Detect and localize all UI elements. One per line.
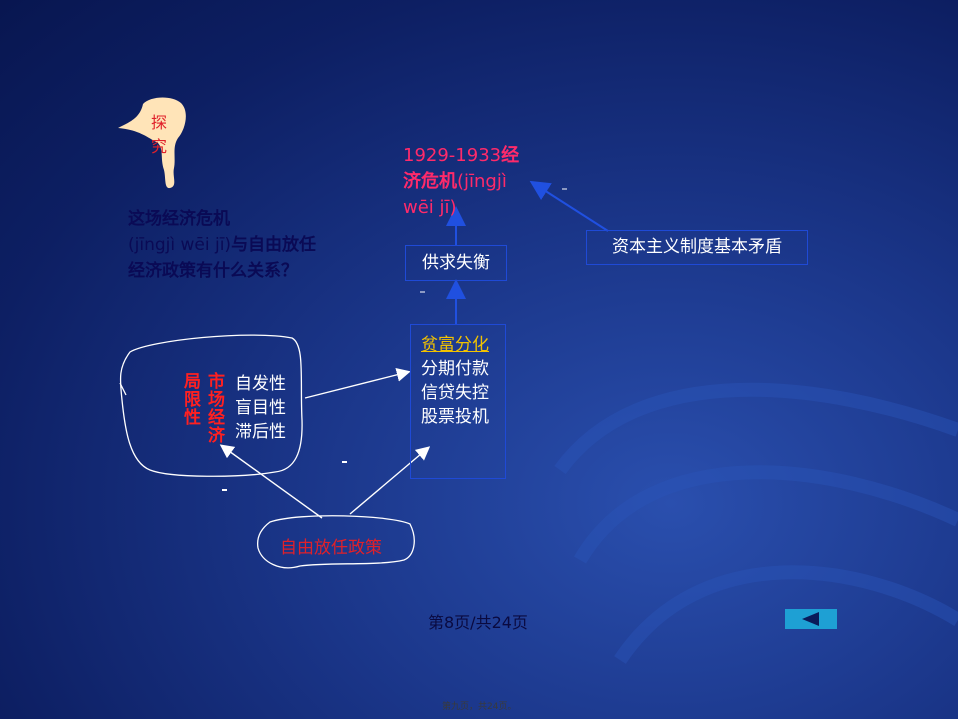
arrow-market-to-causes — [304, 367, 411, 399]
basic-contradiction-box: 资本主义制度基本矛盾 — [586, 230, 808, 265]
traits-list: 自发性 盲目性 滞后性 — [235, 372, 286, 444]
market-economy-label: 市场经济 — [204, 372, 224, 444]
tanjiu-label: 探究 — [150, 113, 167, 156]
causes-highlight: 贫富分化 — [421, 335, 489, 355]
market-scribble-tick — [119, 382, 127, 396]
supply-demand-box: 供求失衡 — [405, 245, 507, 281]
laissez-faire-label: 自由放任政策 — [280, 538, 382, 558]
limitation-label: 局限性 — [180, 372, 200, 426]
crisis-title: 1929-1933经 济危机(jīngjì wēi jī) — [403, 145, 520, 218]
arrow-contradiction-to-crisis — [529, 180, 609, 232]
background-swoosh — [554, 382, 958, 664]
trait-blind: 盲目性 — [235, 398, 286, 418]
arrow-laissez-to-causes — [349, 446, 431, 515]
causes-rest: 分期付款信贷失控股票投机 — [421, 359, 489, 427]
page-indicator: 第8页/共24页 — [428, 613, 528, 632]
trait-spontaneous: 自发性 — [235, 374, 286, 394]
arrow-laissez-to-market — [219, 444, 323, 519]
back-button[interactable] — [785, 609, 837, 629]
triangle-left-icon — [802, 612, 819, 626]
footer-note: 第九页，共24页。 — [442, 702, 517, 712]
tanjiu-blob — [118, 97, 186, 189]
laissez-scribble — [256, 515, 415, 569]
trait-lagging: 滞后性 — [235, 422, 286, 442]
market-scribble — [119, 334, 303, 477]
causes-box: 贫富分化分期付款信贷失控股票投机 — [410, 324, 506, 479]
question-text: 这场经济危机 (jīngjì wēi jī)与自由放任经济政策有什么关系？ — [128, 209, 317, 281]
